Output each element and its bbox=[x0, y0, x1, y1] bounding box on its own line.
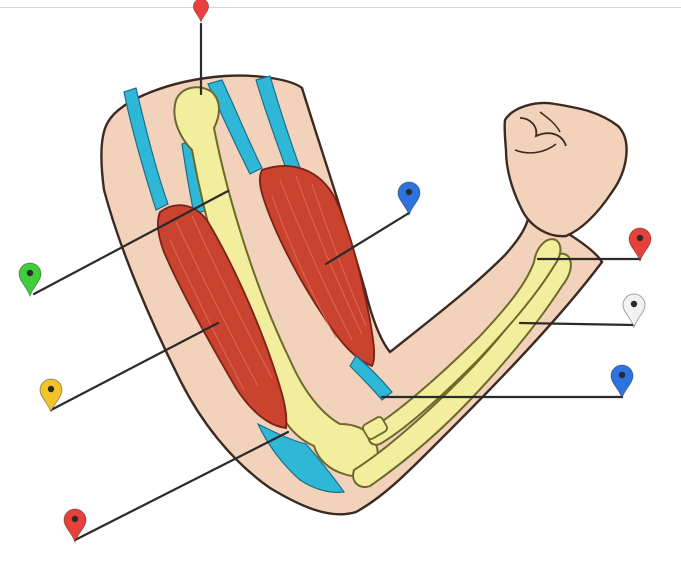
map-pin-icon bbox=[622, 293, 646, 329]
pin-top-marker[interactable] bbox=[192, 0, 210, 24]
pin-left-upper-marker[interactable] bbox=[18, 262, 42, 298]
radius-head bbox=[362, 416, 388, 440]
pin-center-marker[interactable] bbox=[397, 181, 421, 217]
map-pin-icon bbox=[18, 262, 42, 298]
tendon-strip-1 bbox=[123, 87, 169, 211]
biceps-tendon bbox=[349, 355, 393, 401]
map-pin-icon bbox=[610, 364, 634, 400]
muscle-fibers bbox=[169, 175, 367, 391]
leader-right-middle bbox=[518, 321, 636, 327]
pin-right-middle-marker[interactable] bbox=[622, 293, 646, 329]
pin-right-top-marker[interactable] bbox=[628, 227, 652, 263]
thumb-line bbox=[514, 143, 557, 154]
map-pin-icon bbox=[63, 508, 87, 544]
pin-center-dot bbox=[618, 371, 626, 379]
map-pin-icon bbox=[39, 378, 63, 414]
pin-right-bottom-marker[interactable] bbox=[610, 364, 634, 400]
map-pin-icon bbox=[397, 181, 421, 217]
pin-center-dot bbox=[636, 234, 644, 242]
fist-fold bbox=[519, 117, 567, 147]
fist-knuckle-line bbox=[539, 111, 561, 133]
pin-center-dot bbox=[630, 300, 638, 308]
triceps-tendon bbox=[256, 422, 346, 493]
leader-left-bottom bbox=[73, 430, 290, 542]
pin-markers bbox=[18, 0, 652, 544]
ulna-bone bbox=[352, 252, 572, 488]
map-pin-icon bbox=[628, 227, 652, 263]
pin-center-dot bbox=[71, 515, 79, 523]
leader-left-upper bbox=[32, 189, 230, 296]
pin-center-dot bbox=[47, 385, 55, 393]
pin-left-bottom-marker[interactable] bbox=[63, 508, 87, 544]
pin-left-middle-marker[interactable] bbox=[39, 378, 63, 414]
map-pin-icon bbox=[192, 0, 210, 24]
pin-center-dot bbox=[405, 188, 413, 196]
biceps-muscle bbox=[258, 165, 376, 368]
fist bbox=[503, 101, 628, 238]
leader-left-middle bbox=[49, 321, 220, 412]
tendon-strip-3 bbox=[207, 79, 263, 175]
top-divider bbox=[0, 7, 681, 8]
leader-center bbox=[324, 211, 411, 266]
pin-center-dot bbox=[26, 269, 34, 277]
leader-lines bbox=[32, 22, 642, 542]
